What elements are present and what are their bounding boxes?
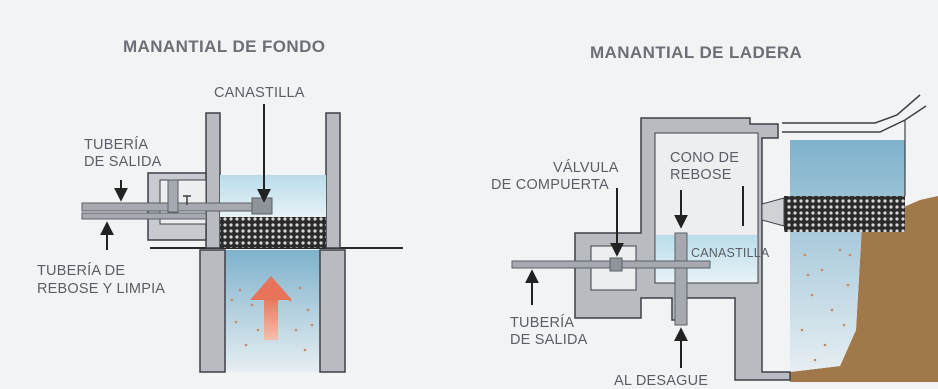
left-tuberia-rebose-label-1: TUBERÍA DE [37,262,125,279]
left-title: MANANTIAL DE FONDO [123,37,325,56]
right-lower-wall [319,249,346,373]
valvula-label-1: VÁLVULA [553,159,619,176]
desague-label: AL DESAGUE [614,373,708,389]
right-sand-dots [800,248,852,362]
cono-label-2: REBOSE [670,167,732,183]
hillside-soil [790,196,938,382]
left-tuberia-salida-label-2: DE SALIDA [84,154,162,170]
outlet-strainer [251,197,273,215]
right-canastilla-label: CANASTILLA [691,246,770,260]
left-tuberia-rebose-label-2: REBOSE Y LIMPIA [37,281,165,297]
right-tuberia-salida-label-1: TUBERÍA [510,314,574,331]
left-canastilla-label: CANASTILLA [214,85,305,101]
right-upper-wall [325,112,341,249]
overflow-pipe [81,212,207,220]
left-upper-wall [205,112,221,249]
right-tuberia-salida-label-2: DE SALIDA [510,332,588,348]
riser-pipe [167,179,179,213]
gravel-bed [220,217,326,248]
left-diagram: MANANTIAL DE FONDO [37,37,403,373]
cono-label-1: CONO DE [670,150,739,166]
overflow-cone-pipe [674,232,688,326]
gate-valve-icon [183,195,191,205]
right-diagram: MANANTIAL DE LADERA [491,43,938,389]
hill-top-line [782,94,921,124]
right-gravel-filter [784,196,905,232]
hill-top-line-2 [782,105,927,133]
right-gate-valve-icon [609,257,623,272]
left-lower-wall [199,249,226,373]
inlet-opening [761,197,785,227]
valvula-label-2: DE COMPUERTA [491,177,609,193]
upward-flow-arrow [250,276,292,340]
left-tuberia-salida-label-1: TUBERÍA [84,136,148,153]
right-title: MANANTIAL DE LADERA [590,43,802,62]
right-chamber-water [656,235,757,282]
sand-dots [230,286,314,352]
